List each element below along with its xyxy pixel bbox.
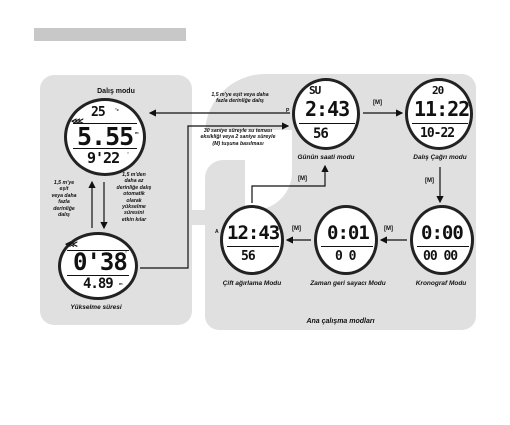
chrono-main: 0:00	[421, 222, 464, 244]
watch-dive-mode: ⋘ 25 °c 5.55 m 9'22 "	[64, 98, 146, 176]
diver-icon: ⋘	[71, 116, 84, 126]
dive-temp: 25	[91, 105, 106, 120]
countdown-main: 0:01	[327, 222, 370, 244]
time-of-day-label: Günün saati modu	[297, 154, 355, 161]
time-day: SU	[309, 84, 321, 97]
m-label-5: [M]	[298, 176, 307, 182]
dive-mode-title: Dalış modu	[97, 88, 135, 95]
watch-time-of-day: SU 2:43 P 56	[286, 78, 360, 150]
main-modes-title: Ana çalışma modları	[306, 318, 375, 325]
watch-countdown: 0:01 0 0	[314, 205, 378, 275]
ascent-time-unit: "	[125, 250, 127, 255]
header-bar	[34, 28, 186, 41]
watch-chronograph: 0:00 00 00	[410, 205, 474, 275]
diver-icon: ⋘	[65, 239, 78, 249]
dual-sub: 56	[241, 249, 256, 264]
chrono-sub: 00 00	[423, 249, 458, 264]
countdown-sub: 0 0	[335, 249, 357, 264]
watch-dual-time: A 12:43 56	[215, 205, 284, 275]
watch-dive-alarm: 20 11:22 10-22	[405, 78, 473, 150]
alarm-depth: 20	[432, 84, 444, 97]
countdown-label: Zaman geri sayacı Modu	[310, 280, 386, 287]
alarm-time: 11:22	[414, 97, 470, 121]
watch-ascent-time: ⋘ 0'38 " 4.89 m	[58, 232, 138, 300]
dual-main: 12:43	[227, 222, 280, 244]
dive-temp-unit: °c	[115, 107, 119, 112]
dive-depth: 5.55	[77, 122, 134, 151]
time-seconds: 56	[313, 126, 329, 142]
time-main: 2:43	[305, 97, 350, 121]
dive-time-unit: "	[127, 151, 129, 156]
ascent-time-label: Yükselme süresi	[70, 304, 122, 311]
dive-alarm-label: Dalış Çağrı modu	[413, 154, 467, 161]
ascent-depth-unit: m	[119, 281, 123, 286]
m-label-1: [M]	[373, 100, 382, 106]
dive-depth-unit: m	[135, 130, 139, 135]
chronograph-label: Kronograf Modu	[415, 280, 467, 287]
m-label-4: [M]	[292, 226, 301, 232]
m-label-2: [M]	[425, 178, 434, 184]
alarm-date: 10-22	[420, 126, 455, 141]
dual-time-label: Çift ağırlama Modu	[222, 280, 282, 287]
ascent-depth: 4.89	[83, 276, 114, 292]
dive-time: 9'22	[87, 149, 120, 167]
ascent-time: 0'38	[73, 248, 128, 276]
m-label-3: [M]	[384, 226, 393, 232]
